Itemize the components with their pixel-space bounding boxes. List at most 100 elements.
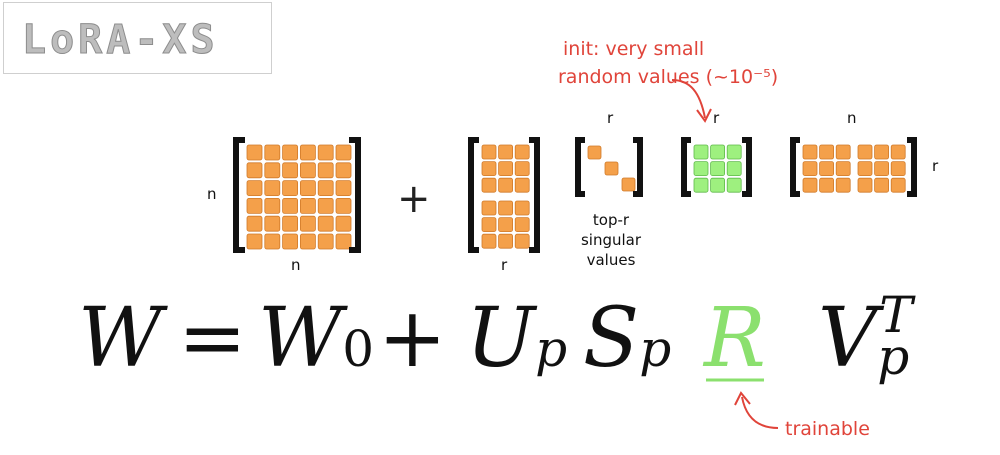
eq-sp-base: S: [583, 291, 640, 386]
sp-caption-line-1: top-r: [592, 211, 630, 229]
r-cell: [693, 161, 709, 177]
vt-cell: [819, 177, 834, 193]
sp-caption-line-2: singular: [580, 231, 642, 249]
matrix-w0: [233, 137, 361, 253]
up-cell: [498, 217, 514, 233]
w0-cell: [299, 197, 316, 214]
w0-cell: [246, 162, 263, 179]
init-arrow-head: [696, 108, 712, 123]
r-cell: [693, 177, 709, 193]
eq-vt: VpT: [818, 290, 943, 382]
w0-cell: [299, 233, 316, 250]
r-cell: [710, 177, 725, 193]
r-cell: [693, 144, 709, 160]
vt-left-bracket: [790, 137, 800, 197]
w0-cell: [282, 233, 299, 250]
vt-cell: [890, 177, 906, 193]
vt-cell: [802, 144, 818, 160]
w0-cell: [299, 215, 316, 232]
w0-cell: [264, 144, 281, 161]
title-box: LoRA-XS: [3, 2, 272, 74]
up-cell: [481, 200, 497, 216]
eq-up-sub: p: [535, 320, 568, 378]
vt-cell: [819, 144, 834, 160]
w0-cell: [317, 144, 334, 161]
eq-up: Up: [466, 298, 567, 380]
up-cell: [498, 200, 514, 216]
w0-cell: [246, 215, 263, 232]
up-cell: [498, 233, 514, 249]
matrix-r: [681, 137, 752, 197]
w0-cell: [264, 162, 281, 179]
eq-lhs-w: W: [78, 291, 163, 386]
sp-top-label: r: [607, 109, 614, 127]
w0-cell: [299, 162, 316, 179]
up-cell: [481, 144, 497, 160]
up-col-label: r: [501, 256, 508, 274]
r-cell: [726, 177, 742, 193]
w0-cell: [282, 162, 299, 179]
r-right-bracket: [742, 137, 752, 197]
vt-right-bracket: [907, 137, 917, 197]
w0-cell: [317, 180, 334, 197]
eq-up-base: U: [466, 291, 536, 386]
trainable-arrow: [741, 396, 779, 429]
up-cell: [514, 200, 530, 216]
page-title: LoRA-XS: [22, 17, 219, 64]
up-cell: [481, 217, 497, 233]
w0-cell: [335, 197, 352, 214]
init-arrow: [671, 79, 706, 119]
vt-cell: [874, 144, 889, 160]
w0-cell: [246, 233, 263, 250]
w0-cell: [335, 162, 352, 179]
r-cell: [726, 161, 742, 177]
init-note-line-2: random values (~10⁻⁵): [558, 66, 779, 88]
eq-equals: =: [178, 291, 247, 386]
up-cell: [481, 233, 497, 249]
vt-cell: [857, 177, 873, 193]
vt-cell: [874, 161, 889, 177]
w0-cell: [335, 180, 352, 197]
plus-sign: +: [397, 176, 431, 222]
w0-cell: [282, 197, 299, 214]
up-cell: [514, 161, 530, 177]
r-left-bracket: [681, 137, 691, 197]
vt-cell: [802, 177, 818, 193]
up-right-bracket: [529, 137, 540, 253]
w0-cell: [335, 144, 352, 161]
sp-caption: top-r singular values: [573, 210, 649, 270]
vt-cell: [802, 161, 818, 177]
vt-cell: [857, 161, 873, 177]
vt-cell: [857, 144, 873, 160]
w0-cell: [282, 215, 299, 232]
w0-cell: [317, 162, 334, 179]
w0-cell: [335, 215, 352, 232]
w0-cell: [317, 197, 334, 214]
up-cell: [514, 177, 530, 193]
eq-vt-sub: p: [877, 328, 910, 386]
vt-cell: [819, 161, 834, 177]
vt-cell: [874, 177, 889, 193]
up-cell: [481, 177, 497, 193]
w0-cell: [282, 180, 299, 197]
sp-diag-cell: [587, 145, 602, 160]
matrix-sp: [575, 137, 643, 197]
w0-left-bracket: [233, 137, 245, 253]
trainable-note: trainable: [785, 418, 870, 440]
eq-plus: +: [378, 291, 447, 386]
sp-caption-line-3: values: [586, 251, 636, 269]
up-cell: [498, 144, 514, 160]
eq-sp-sub: p: [639, 320, 672, 378]
vt-cell: [835, 177, 851, 193]
up-cell: [514, 233, 530, 249]
vt-top-label: n: [847, 109, 857, 127]
w0-cell: [335, 233, 352, 250]
w0-cell: [264, 197, 281, 214]
vt-cell: [890, 144, 906, 160]
eq-sp: Sp: [583, 298, 671, 380]
up-cell: [481, 161, 497, 177]
sp-diag-cell: [604, 161, 619, 176]
w0-cell: [246, 197, 263, 214]
w0-cell: [264, 180, 281, 197]
